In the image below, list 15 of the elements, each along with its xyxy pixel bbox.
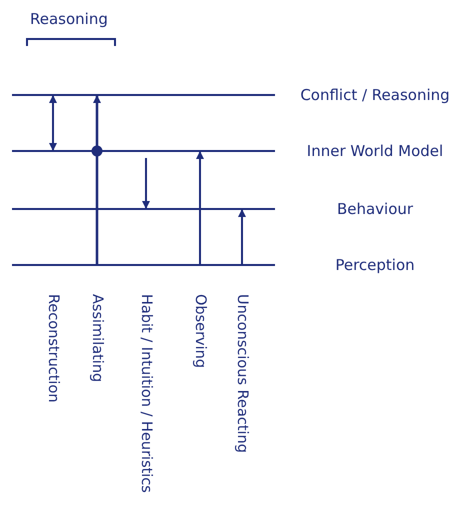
vertical-label: Assimilating xyxy=(88,294,106,382)
vertical-label: Observing xyxy=(191,294,209,368)
vertical-label: Unconscious Reacting xyxy=(233,294,251,453)
level-label: Perception xyxy=(334,255,416,276)
vertical-label: Reconstruction xyxy=(44,294,62,403)
arrow xyxy=(93,95,101,264)
level-label: Behaviour xyxy=(336,199,414,220)
arrow xyxy=(49,95,57,151)
level-label: Conflict / Reasoning xyxy=(300,85,450,106)
group-label: Reasoning xyxy=(30,9,108,29)
vertical-label: Habit / Intuition / Heuristics xyxy=(137,294,155,493)
arrow xyxy=(196,151,204,264)
arrow xyxy=(238,209,246,264)
level-label: Inner World Model xyxy=(306,141,444,162)
arrow xyxy=(142,158,150,209)
